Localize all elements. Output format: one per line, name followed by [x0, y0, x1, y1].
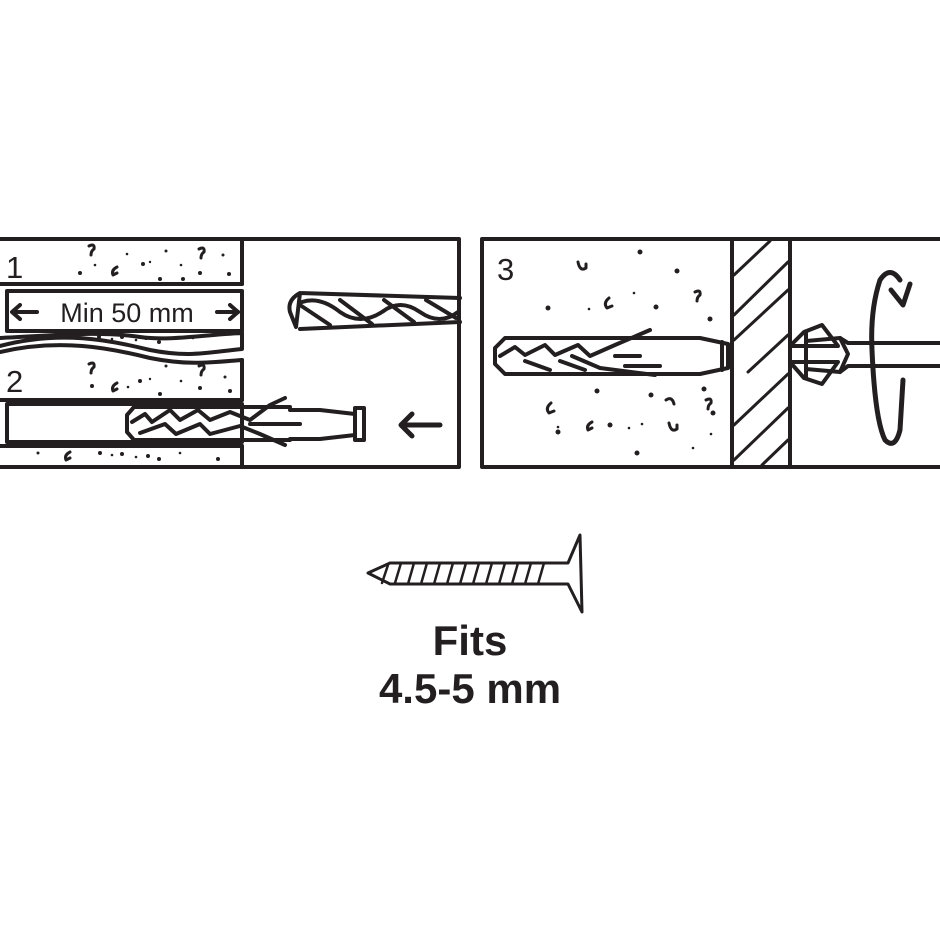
wall-board-hatching [732, 239, 790, 467]
wavy-crack [0, 331, 244, 356]
wall-plug-icon [125, 396, 366, 447]
step-number-2: 2 [6, 364, 23, 399]
expanded-wall-plug-icon [493, 328, 730, 377]
panel-step-3: 3 [480, 237, 940, 469]
step-number-3: 3 [497, 252, 514, 287]
rotate-arrow-icon [869, 270, 913, 446]
fits-label: Fits [432, 617, 508, 664]
panel-steps-1-2: 1 2 Min 50 mm [0, 237, 462, 469]
min-depth-label: Min 50 mm [60, 298, 194, 328]
screw-icon [366, 533, 584, 614]
drill-bit-icon [287, 291, 462, 331]
drill-hole-channel-2 [5, 402, 244, 444]
step-number-1: 1 [6, 250, 23, 285]
insert-arrow-icon [398, 411, 443, 439]
screw-and-screwdriver-icon [788, 323, 940, 386]
min-depth-dimension: Min 50 mm [10, 298, 240, 328]
screw-size-label: 4.5-5 mm [378, 665, 562, 712]
drill-hole-channel-1 [5, 289, 244, 333]
concrete-speckles [34, 249, 232, 461]
